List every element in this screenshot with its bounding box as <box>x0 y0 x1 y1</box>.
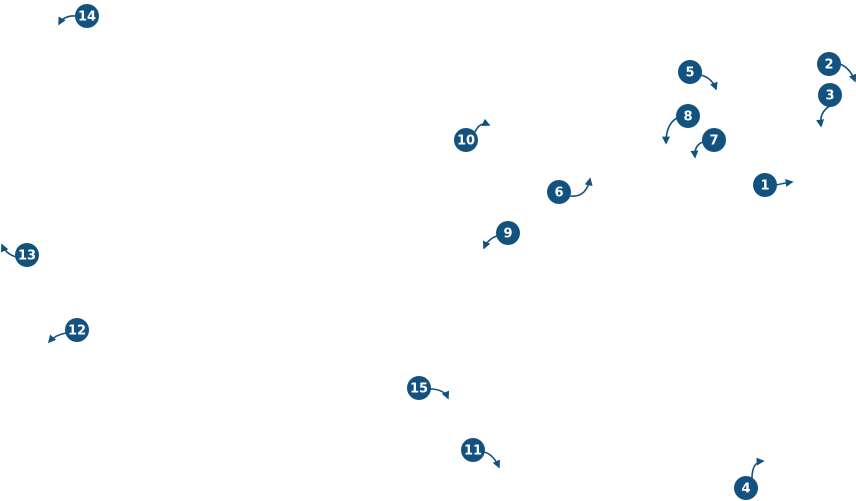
marker-label: 8 <box>683 110 692 125</box>
marker-badge <box>547 180 571 204</box>
marker-8: 8 <box>662 104 700 145</box>
marker-badge <box>454 128 478 152</box>
marker-arrow <box>0 243 17 258</box>
marker-7: 7 <box>690 128 726 159</box>
marker-5: 5 <box>678 60 718 91</box>
marker-label: 9 <box>503 227 512 242</box>
marker-arrow <box>483 451 500 469</box>
marker-14: 14 <box>58 4 99 28</box>
marker-arrow <box>839 63 856 83</box>
marker-badge <box>818 83 842 107</box>
marker-badge <box>676 104 700 128</box>
marker-3: 3 <box>816 83 842 128</box>
marker-11: 11 <box>461 438 500 469</box>
marker-badge <box>461 438 485 462</box>
marker-arrow <box>816 105 831 128</box>
marker-label: 2 <box>824 58 833 73</box>
marker-badge <box>15 243 39 267</box>
marker-badge <box>65 318 89 342</box>
marker-label: 14 <box>78 10 96 25</box>
marker-label: 3 <box>825 89 834 104</box>
marker-arrow <box>662 117 678 145</box>
marker-arrow <box>569 177 593 197</box>
marker-badge <box>702 128 726 152</box>
marker-arrow <box>474 118 491 133</box>
marker-label: 1 <box>760 179 769 194</box>
marker-label: 7 <box>709 134 718 149</box>
marker-arrow <box>775 178 794 187</box>
marker-13: 13 <box>0 243 39 267</box>
marker-badge <box>496 221 520 245</box>
marker-badge <box>734 476 758 500</box>
marker-2: 2 <box>817 52 856 83</box>
marker-arrow <box>58 15 77 26</box>
marker-badge <box>817 52 841 76</box>
marker-arrow <box>429 388 450 400</box>
marker-15: 15 <box>407 376 450 400</box>
marker-label: 15 <box>410 382 428 397</box>
marker-6: 6 <box>547 177 593 204</box>
marker-1: 1 <box>753 173 794 197</box>
marker-label: 5 <box>685 66 694 81</box>
marker-badge <box>407 376 431 400</box>
marker-arrow <box>47 332 67 344</box>
marker-label: 10 <box>457 134 475 149</box>
marker-badge <box>753 173 777 197</box>
marker-label: 12 <box>68 324 86 339</box>
marker-badge <box>75 4 99 28</box>
marker-12: 12 <box>47 318 89 344</box>
marker-4: 4 <box>734 457 765 500</box>
marker-10: 10 <box>454 118 491 152</box>
marker-label: 6 <box>554 186 563 201</box>
marker-arrow <box>751 457 765 479</box>
marker-arrow <box>700 74 718 91</box>
marker-label: 13 <box>18 249 36 264</box>
marker-arrow <box>690 141 704 159</box>
marker-9: 9 <box>482 221 520 250</box>
marker-label: 11 <box>464 444 482 459</box>
marker-label: 4 <box>741 482 750 497</box>
marker-arrow <box>482 235 498 250</box>
marker-badge <box>678 60 702 84</box>
